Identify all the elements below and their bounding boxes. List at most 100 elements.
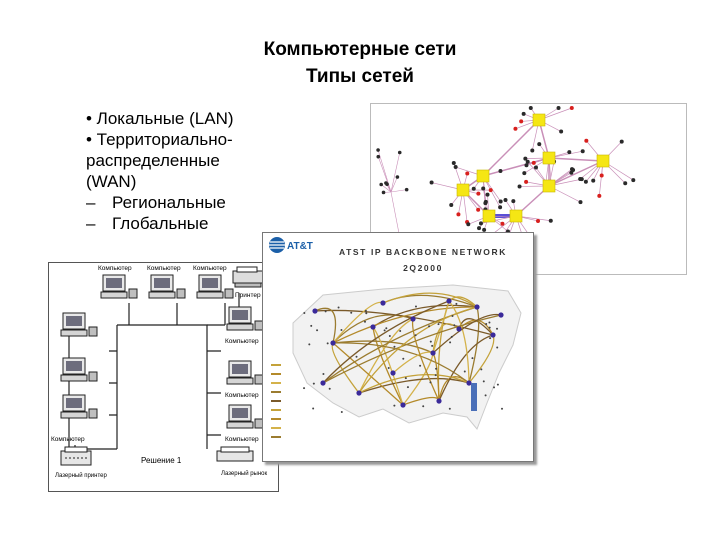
topology-leaf-node <box>404 187 409 192</box>
topology-spoke <box>390 152 401 193</box>
right-label-2: Компьютер <box>225 392 259 399</box>
backbone-small-node <box>496 327 499 330</box>
screen <box>232 364 248 374</box>
title-line-2: Типы сетей <box>306 66 414 87</box>
topology-leaf-node <box>503 198 508 203</box>
topology-leaf-node <box>384 181 388 185</box>
topology-leaf-node <box>519 119 524 124</box>
topology-leaf-node <box>511 199 516 204</box>
computer-left-1 <box>60 312 98 337</box>
topology-leaf-node <box>449 203 454 208</box>
backbone-small-node <box>388 334 391 337</box>
topology-hub <box>476 169 490 183</box>
system-unit <box>196 291 224 299</box>
screen <box>66 361 82 371</box>
backbone-route <box>332 342 470 384</box>
backbone-small-node <box>340 329 343 332</box>
backbone-node <box>430 350 436 356</box>
att-logo-text: AT&T <box>287 241 313 252</box>
backbone-small-node <box>485 322 488 325</box>
backbone-small-node <box>404 377 407 380</box>
topology-spoke <box>390 176 398 193</box>
printer-label: Принтер <box>235 292 261 299</box>
dash-marker: – <box>86 193 96 212</box>
topology-leaf-node <box>523 156 528 161</box>
system-unit <box>60 329 88 337</box>
network-topology-graphic <box>376 106 636 250</box>
backbone-node <box>410 316 416 322</box>
topology-leaf-node <box>477 226 482 231</box>
screen <box>232 408 248 418</box>
backbone-route <box>432 313 502 354</box>
system-unit <box>226 323 254 331</box>
backbone-node <box>436 398 442 404</box>
backbone-small-node <box>449 341 452 344</box>
backbone-small-node <box>350 311 353 314</box>
topology-leaf-node <box>466 222 471 227</box>
backbone-node <box>490 332 496 338</box>
topology-hub <box>596 154 610 168</box>
bullet-list: • Локальные (LAN) • Территориально- расп… <box>86 108 234 234</box>
backbone-route <box>382 292 478 308</box>
backbone-small-node <box>337 306 340 309</box>
map-legend <box>271 364 281 438</box>
peripheral <box>128 288 138 299</box>
screen <box>232 310 248 320</box>
backbone-route <box>438 334 494 402</box>
backbone-small-node <box>501 407 504 410</box>
topology-leaf-node <box>456 212 461 217</box>
system-unit <box>60 411 88 419</box>
topology-leaf-node <box>482 227 487 232</box>
topology-spokes <box>377 107 634 249</box>
topology-link <box>538 119 550 159</box>
backbone-small-node <box>431 344 434 347</box>
topology-leaf-node <box>513 126 518 131</box>
topology-leaf-node <box>488 188 493 193</box>
topology-hub <box>456 183 470 197</box>
topology-leaf-node <box>397 150 402 155</box>
topology-spoke <box>381 184 392 193</box>
topology-hub <box>542 179 556 193</box>
bullet-wan-line-2: распределенные <box>86 151 220 170</box>
backbone-node <box>446 298 452 304</box>
backbone-small-node <box>364 309 367 312</box>
topology-leaf-node <box>583 179 588 184</box>
backbone-small-node <box>489 337 492 340</box>
topology-link <box>548 160 604 187</box>
topology-leaf-node <box>623 181 628 186</box>
backbone-small-node <box>496 346 499 349</box>
printer-device <box>232 266 264 288</box>
topology-leaf-node <box>498 205 503 210</box>
dash-marker: – <box>86 214 96 233</box>
sub-bullet-global: –Глобальные <box>86 213 234 234</box>
backbone-small-node <box>393 404 396 407</box>
sub-bullet-text: Глобальные <box>112 214 209 233</box>
right-label-3: Компьютер <box>225 436 259 443</box>
top-label-1: Компьютер <box>98 265 132 272</box>
topology-leaf-node <box>500 221 505 226</box>
topology-leaf-node <box>559 129 564 134</box>
backbone-node <box>370 324 376 330</box>
backbone-small-node <box>429 340 432 343</box>
backbone-small-node <box>471 357 474 360</box>
slide-title: Компьютерные сети Типы сетей <box>0 36 720 90</box>
backbone-small-node <box>387 367 390 370</box>
backbone-small-node <box>328 387 331 390</box>
topology-leaf-node <box>471 186 476 191</box>
topology-leaf-node <box>395 175 400 179</box>
computer-top-2 <box>148 274 186 299</box>
backbone-route <box>322 314 502 384</box>
backbone-node <box>466 380 472 386</box>
topology-leaf-node <box>379 182 383 187</box>
topology-leaf-node <box>597 193 602 198</box>
topology-leaf-node <box>381 190 386 195</box>
backbone-small-node <box>419 364 422 367</box>
topology-leaf-node <box>498 169 503 174</box>
peripheral <box>88 408 98 419</box>
backbone-small-node <box>406 386 409 389</box>
topology-leaf-node <box>483 201 488 206</box>
backbone-small-node <box>308 343 311 346</box>
backbone-small-node <box>303 387 306 390</box>
system-unit <box>148 291 176 299</box>
backbone-small-node <box>453 324 456 327</box>
